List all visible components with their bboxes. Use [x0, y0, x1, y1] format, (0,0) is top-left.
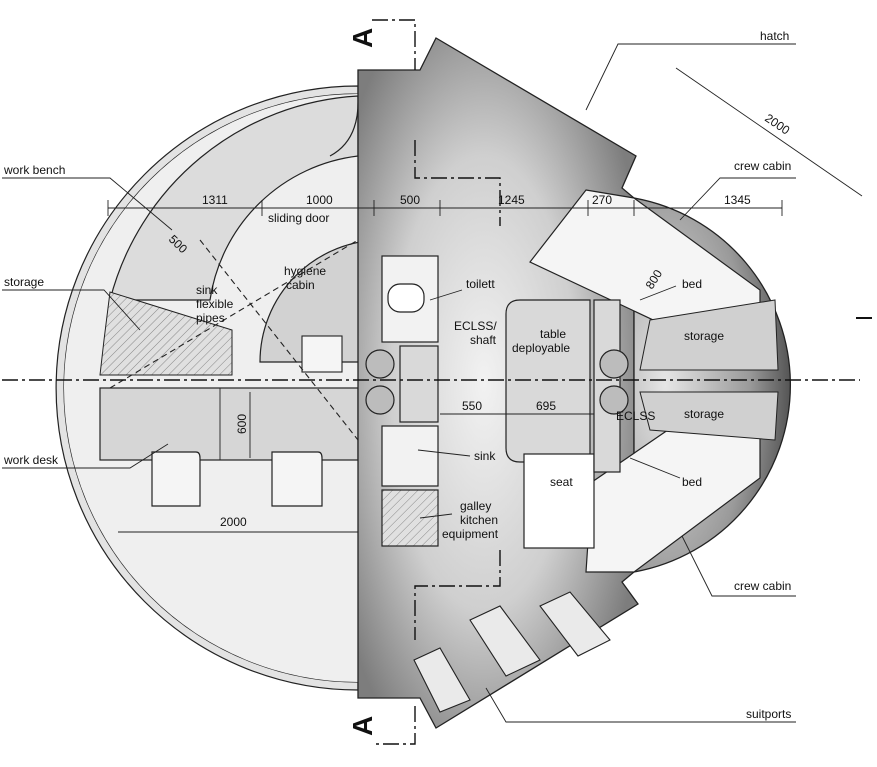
label-bed-bottom: bed — [682, 475, 702, 489]
dim-1245: 1245 — [498, 193, 525, 207]
section-line-bottom — [372, 706, 416, 745]
label-storage-bottom: storage — [684, 407, 724, 421]
storage-area — [99, 291, 233, 376]
label-work-bench: work bench — [3, 163, 65, 177]
label-hatch: hatch — [760, 29, 789, 43]
label-eclss-shaft: ECLSS/shaft — [454, 319, 497, 347]
label-suitports: suitports — [746, 707, 791, 721]
dim-600: 600 — [235, 414, 249, 434]
dim-1311: 1311 — [202, 193, 228, 207]
label-eclss: ECLSS — [616, 409, 655, 423]
chair-1 — [151, 451, 201, 507]
dim-550: 550 — [462, 399, 482, 413]
section-line-mid-top — [414, 140, 501, 226]
seat-block — [523, 453, 595, 549]
eclss-shaft-block — [399, 345, 439, 423]
eclss-ducts-right — [599, 349, 629, 415]
dim-2000-hatch: 2000 — [762, 111, 792, 138]
work-desk — [99, 387, 359, 461]
dim-500-top: 500 — [400, 193, 420, 207]
sink-block — [381, 425, 439, 487]
label-bed-top: bed — [682, 277, 702, 291]
toilet-seat — [387, 283, 425, 313]
section-mark-bottom: A — [347, 716, 378, 736]
eclss-ducts-left — [365, 349, 395, 415]
galley-block — [381, 489, 439, 547]
dim-695: 695 — [536, 399, 556, 413]
dim-270: 270 — [592, 193, 612, 207]
storage-bottom — [639, 391, 779, 441]
section-line-top — [372, 19, 416, 70]
dim-1345: 1345 — [724, 193, 751, 207]
leader-lines — [2, 43, 796, 723]
label-toilett: toilett — [466, 277, 495, 291]
chair-2 — [271, 451, 323, 507]
section-mark-top: A — [347, 28, 378, 48]
label-sliding-door: sliding door — [268, 211, 329, 225]
main-module — [55, 85, 383, 691]
dim-2000-desk: 2000 — [220, 515, 247, 529]
hygiene-sink — [301, 335, 343, 373]
label-seat: seat — [550, 475, 573, 489]
label-sink: sink — [474, 449, 496, 463]
storage-top — [639, 299, 779, 371]
label-crew-cabin-top: crew cabin — [734, 159, 791, 173]
suitports — [413, 591, 611, 713]
hygiene-cabin — [259, 239, 383, 363]
table-deployable-block — [505, 299, 591, 463]
label-storage-left: storage — [4, 275, 44, 289]
dim-1000: 1000 — [306, 193, 333, 207]
label-storage-top: storage — [684, 329, 724, 343]
label-crew-cabin-bottom: crew cabin — [734, 579, 791, 593]
section-line-mid-bottom — [414, 550, 501, 640]
eclss-right-block — [593, 299, 621, 473]
dimension-lines — [107, 43, 863, 533]
label-work-desk: work desk — [3, 453, 59, 467]
